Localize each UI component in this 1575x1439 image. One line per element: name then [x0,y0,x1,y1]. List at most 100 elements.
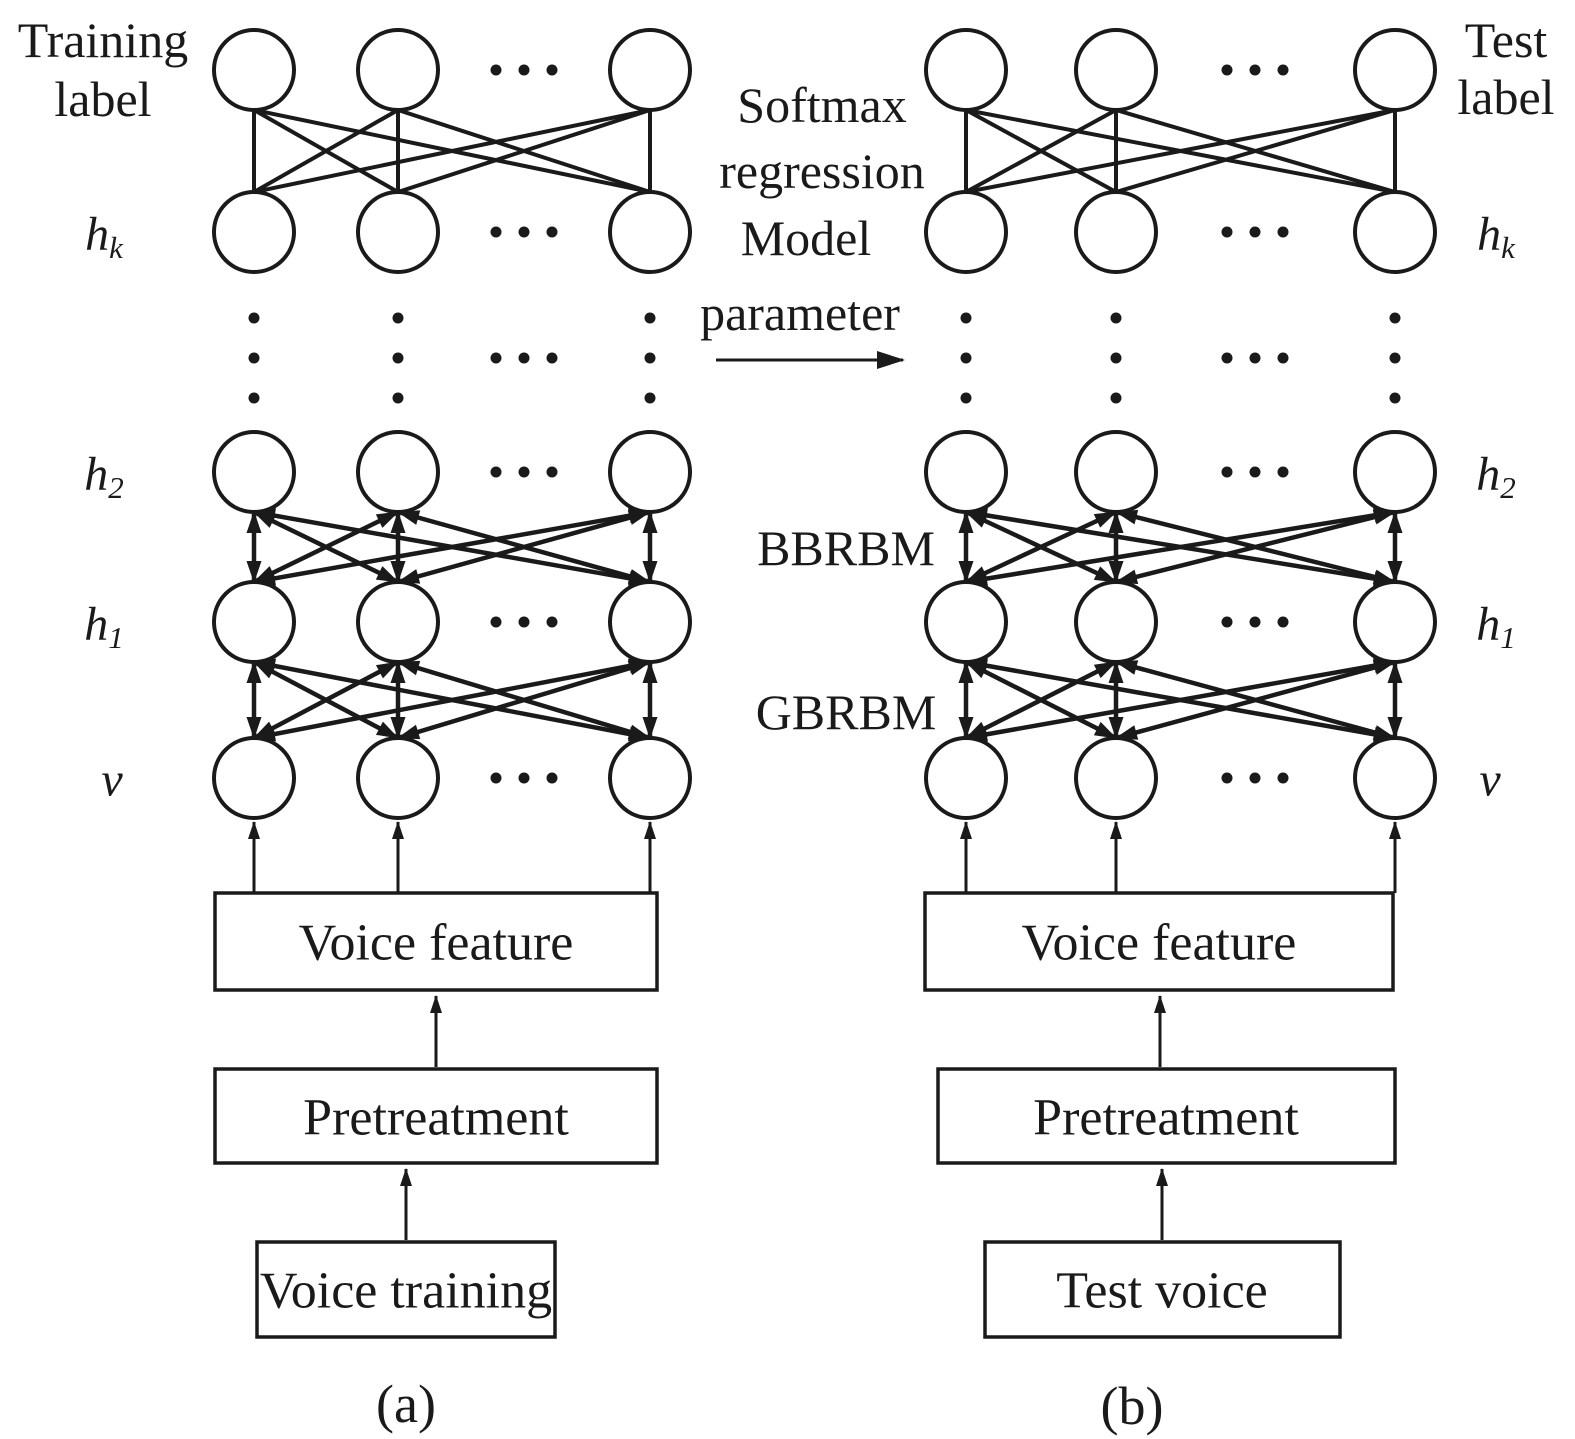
neuron-node [356,580,440,664]
ellipsis-dot [1221,64,1233,76]
neuron-node [924,580,1008,664]
ellipsis-dot [1249,772,1261,784]
pretreatment-box-b [936,1067,1397,1165]
ellipsis-dot [546,772,558,784]
neuron-node [212,580,296,664]
h2-label-left: h2 [84,448,124,505]
neuron-node [212,190,296,274]
neuron-node [608,580,692,664]
neuron-node [1074,28,1158,112]
bbrbm-connection-arrow [1115,509,1396,585]
ellipsis-dot [1221,772,1233,784]
ellipsis-dot [644,312,656,324]
ellipsis-dot [518,226,530,238]
neuron-node [608,736,692,820]
hk-label-left: hk [85,208,124,265]
pretreatment-box-a [213,1067,659,1165]
pretreatment-label-a: Pretreatment [303,1090,569,1147]
voice-feature-box-b [923,891,1395,992]
neuron-node [1353,190,1437,274]
softmax-connection-line [397,108,651,194]
model-parameter-label-line2: parameter [700,285,900,341]
neuron-node [1353,580,1437,664]
softmax-connection-line [965,108,1396,194]
ellipsis-dot [1389,312,1401,324]
ellipsis-dot [1389,352,1401,364]
ellipsis-dot [1249,466,1261,478]
test-label-line1: Test [1465,12,1548,68]
pretreatment-label-b: Pretreatment [1033,1090,1299,1147]
neuron-node [356,190,440,274]
ellipsis-dot [1277,352,1289,364]
ellipsis-dot [960,352,972,364]
softmax-connection-line [253,108,651,194]
network-b-nodes [924,28,1437,820]
softmax-regression-label-line1: Softmax [737,77,906,133]
caption-a: (a) [376,1374,436,1434]
network-b-connections [958,108,1403,893]
ellipsis-dot [248,352,260,364]
ellipsis-dot [1277,772,1289,784]
ellipsis-dot [546,352,558,364]
neuron-node [1074,736,1158,820]
neuron-node [356,430,440,514]
ellipsis-dot [392,392,404,404]
ellipsis-dot [1249,64,1261,76]
ellipsis-dot [518,616,530,628]
neuron-node [924,430,1008,514]
ellipsis-dot [1110,392,1122,404]
test-voice-label: Test voice [1056,1263,1268,1320]
ellipsis-dot [518,466,530,478]
ellipsis-dot [1389,392,1401,404]
network-a-nodes [212,28,692,820]
ellipsis-dot [546,466,558,478]
ellipsis-dot [490,64,502,76]
ellipsis-dot [1277,226,1289,238]
gbrbm-label: GBRBM [756,684,937,740]
voice-feature-label-b: Voice feature [1022,915,1297,972]
ellipsis-dot [1249,226,1261,238]
neuron-node [1353,28,1437,112]
neuron-node [608,190,692,274]
softmax-regression-label-line2: regression [719,143,925,199]
voice-feature-label-a: Voice feature [299,915,574,972]
neuron-node [608,28,692,112]
gbrbm-connection-arrow [397,659,651,741]
bbrbm-connection-arrow [397,509,651,585]
gbrbm-connection-arrow [1115,659,1396,741]
softmax-connection-line [965,108,1117,194]
voice-training-box [255,1240,557,1339]
ellipsis-dot [644,392,656,404]
ellipsis-dot [546,616,558,628]
ellipsis-dot [490,226,502,238]
neuron-node [212,736,296,820]
ellipsis-dot [1221,466,1233,478]
h1-label-right: h1 [1476,598,1516,655]
caption-b: (b) [1101,1376,1164,1436]
neuron-node [356,736,440,820]
neuron-node [924,28,1008,112]
ellipsis-dot [1221,352,1233,364]
voice-training-label: Voice training [260,1263,552,1320]
ellipsis-dot [1249,616,1261,628]
network-a-connections [246,108,658,893]
ellipsis-dot [546,64,558,76]
test-label-line2: label [1457,69,1554,125]
ellipsis-dot [392,312,404,324]
neuron-node [608,430,692,514]
ellipsis-dot [490,352,502,364]
ellipsis-dot [518,772,530,784]
neuron-node [924,190,1008,274]
softmax-connection-line [253,108,399,194]
neuron-node [1353,430,1437,514]
training-label-line1: Training [18,12,188,68]
h1-label-left: h1 [84,598,124,655]
training-label-line2: label [54,71,151,127]
neuron-node [356,28,440,112]
ellipsis-dot [392,352,404,364]
softmax-connection-line [1115,108,1396,194]
neuron-node [1074,190,1158,274]
neuron-node [212,28,296,112]
